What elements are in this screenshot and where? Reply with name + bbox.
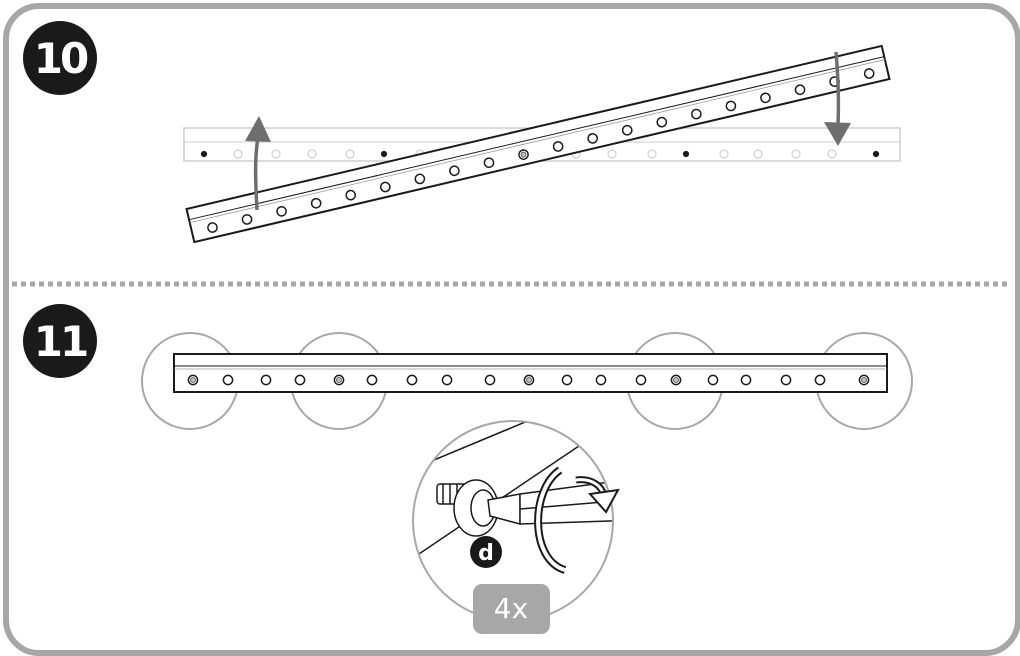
rail-hole <box>780 374 792 386</box>
ghost-anchor-hole <box>380 150 388 158</box>
rail-hole <box>449 165 460 177</box>
rail-hole <box>207 222 218 233</box>
screw-head-icon <box>861 377 867 383</box>
quantity-label: 4x <box>494 592 528 625</box>
lift-arrow-left <box>245 116 271 211</box>
rail-hole <box>241 214 253 225</box>
step-11-number: 11 <box>34 317 87 366</box>
ghost-rail-hole <box>345 149 355 159</box>
ghost-rail-hole <box>647 149 657 159</box>
rail-hole <box>260 374 272 386</box>
rail-hole <box>760 92 771 104</box>
ghost-rail-hole <box>233 149 243 159</box>
ghost-rail-hole <box>827 149 837 159</box>
mounted-rail <box>173 353 888 393</box>
rail-hole <box>406 374 418 386</box>
rail-hole <box>561 374 573 386</box>
rail-hole <box>595 374 607 386</box>
clockwise-rotation-arrow <box>575 476 620 514</box>
screw-detail-magnifier: d <box>412 420 620 622</box>
screw-head-icon <box>520 151 527 158</box>
screw-d <box>436 479 499 537</box>
rail-hole <box>379 181 391 193</box>
step-10-badge: 10 <box>23 21 97 95</box>
screw-head-icon <box>336 377 342 383</box>
rail-hole <box>310 197 322 209</box>
rail-hole <box>276 205 287 217</box>
screw-head-icon <box>673 377 679 383</box>
part-letter: d <box>478 541 494 566</box>
rail-hole <box>740 374 752 386</box>
rail-hole <box>587 133 599 144</box>
ghost-rail-hole <box>719 149 729 159</box>
rail-hole <box>635 374 647 386</box>
step-10-number: 10 <box>34 34 88 83</box>
tilted-rail <box>185 44 891 244</box>
part-d-label: d <box>470 536 502 568</box>
rail-hole <box>484 374 496 386</box>
rail-hole <box>863 68 875 79</box>
ghost-anchor-hole <box>872 150 880 158</box>
screw-head-icon <box>190 377 196 383</box>
rail-hole <box>483 157 495 169</box>
ghost-rail-hole <box>307 149 317 159</box>
ghost-rail-hole <box>791 149 801 159</box>
ghost-rail-hole <box>753 149 763 159</box>
rail-hole <box>441 374 453 386</box>
quantity-badge: 4x <box>473 584 550 634</box>
ghost-anchor-hole <box>682 150 690 158</box>
rail-hole <box>414 173 426 185</box>
ghost-anchor-hole <box>200 150 208 158</box>
rail-hole <box>222 374 234 386</box>
rail-hole <box>707 374 719 386</box>
rail-hole <box>366 374 378 386</box>
rail-hole <box>814 374 826 386</box>
rail-hole <box>725 100 737 112</box>
screw-head-icon <box>526 377 532 383</box>
rail-hole <box>552 141 564 152</box>
rail-hole <box>794 84 806 96</box>
ghost-rail-hole <box>607 149 617 159</box>
rail-hole <box>656 116 668 128</box>
rail-hole <box>345 189 357 201</box>
ghost-rail-hole <box>271 149 281 159</box>
rail-hole <box>294 374 306 386</box>
step-11-badge: 11 <box>23 304 97 378</box>
lower-arrow-right <box>824 51 851 146</box>
rail-hole <box>690 108 702 120</box>
rail-hole <box>621 124 633 136</box>
